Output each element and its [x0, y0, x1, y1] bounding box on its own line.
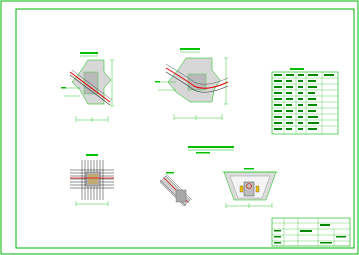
detail-title-bar — [180, 48, 200, 50]
title-block — [271, 217, 351, 247]
curved-pipe-red — [165, 67, 229, 89]
detail-pipe-bundle — [70, 154, 114, 206]
pit-block — [85, 171, 101, 187]
detail-inclined-section — [159, 172, 193, 207]
detail-title-bar — [80, 52, 98, 54]
detail-plan-1 — [61, 52, 114, 122]
detail-plan-2 — [155, 48, 229, 120]
pipe-red — [69, 71, 111, 103]
table-outline — [271, 71, 339, 135]
pipe-circle — [246, 183, 252, 189]
inner-frame — [15, 8, 355, 249]
section-heading — [188, 146, 234, 154]
material-table — [271, 68, 339, 135]
detail-cross-section — [222, 168, 278, 208]
